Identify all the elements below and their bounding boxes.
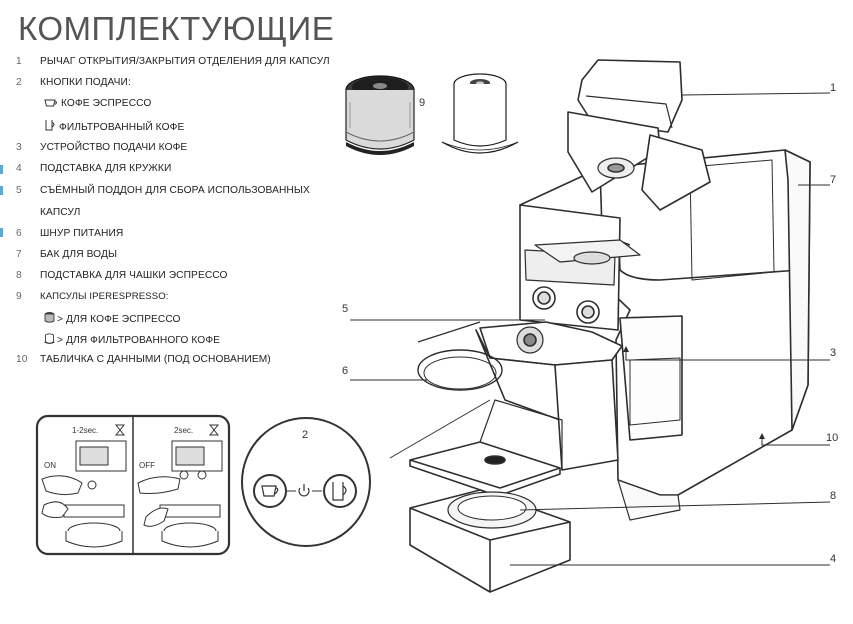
callout-1-line bbox=[681, 92, 831, 96]
callout-3-label: 3 bbox=[830, 347, 836, 359]
parts-item-text: ПОДСТАВКА ДЛЯ КРУЖКИ bbox=[40, 163, 172, 174]
callout-9-label: 9 bbox=[419, 97, 425, 109]
parts-item-text: ПОДСТАВКА ДЛЯ ЧАШКИ ЭСПРЕССО bbox=[40, 270, 228, 281]
callout-2-label: 2 bbox=[302, 429, 308, 441]
hourglass-icon bbox=[114, 424, 126, 436]
callout-6-label: 6 bbox=[342, 365, 348, 377]
parts-item-text: ШНУР ПИТАНИЯ bbox=[40, 228, 124, 239]
timing-label-on: 1-2sec. bbox=[72, 426, 98, 435]
page-edge-marker bbox=[0, 228, 3, 237]
filter-capsule bbox=[441, 73, 519, 154]
parts-item-number: 2 bbox=[16, 77, 22, 88]
parts-item-text: ТАБЛИЧКА С ДАННЫМИ (ПОД ОСНОВАНИЕМ) bbox=[40, 354, 271, 365]
callout-8-line bbox=[519, 501, 831, 511]
parts-item-text: > ДЛЯ КОФЕ ЭСПРЕССО bbox=[57, 314, 181, 325]
espresso-cup-stand bbox=[409, 441, 561, 489]
callout-1-label: 1 bbox=[830, 82, 836, 94]
parts-item-number: 4 bbox=[16, 163, 22, 174]
parts-item-number: 7 bbox=[16, 249, 22, 260]
parts-item-text: > ДЛЯ ФИЛЬТРОВАННОГО КОФЕ bbox=[57, 335, 221, 346]
callout-10-label: 10 bbox=[826, 432, 838, 444]
page-edge-marker bbox=[0, 186, 3, 195]
parts-item-text: СЪЁМНЫЙ ПОДДОН ДЛЯ СБОРА ИСПОЛЬЗОВАННЫХ bbox=[40, 185, 310, 196]
on-label: ON bbox=[44, 461, 56, 470]
parts-item-number: 5 bbox=[16, 185, 22, 196]
buttons-detail: 2 bbox=[241, 417, 371, 547]
callout-8-label: 8 bbox=[830, 490, 836, 502]
page-title: КОМПЛЕКТУЮЩИЕ bbox=[18, 10, 335, 47]
page-edge-marker bbox=[0, 165, 3, 174]
callout-7-label: 7 bbox=[830, 174, 836, 186]
capsules-illustration: 9 bbox=[345, 73, 519, 155]
parts-item-text: УСТРОЙСТВО ПОДАЧИ КОФЕ bbox=[40, 142, 188, 153]
callout-5-label: 5 bbox=[342, 303, 348, 315]
espresso-cup-icon bbox=[44, 99, 57, 107]
drip-front bbox=[554, 359, 619, 471]
parts-item-number: 6 bbox=[16, 228, 22, 239]
coffee-machine-illustration: 1 7 3 10 8 4 5 6 bbox=[342, 59, 838, 593]
parts-item-number: 10 bbox=[16, 354, 28, 365]
parts-item-number: 8 bbox=[16, 270, 22, 281]
espresso-capsule-icon bbox=[44, 312, 55, 323]
parts-item-text: РЫЧАГ ОТКРЫТИЯ/ЗАКРЫТИЯ ОТДЕЛЕНИЯ ДЛЯ КА… bbox=[40, 56, 330, 67]
parts-item-number: 3 bbox=[16, 142, 22, 153]
callout-4-label: 4 bbox=[830, 553, 836, 565]
power-instruction-panel: 1-2sec. ON 2sec. OFF bbox=[35, 414, 231, 556]
parts-item-text: КНОПКИ ПОДАЧИ: bbox=[40, 77, 131, 88]
espresso-button bbox=[253, 474, 287, 508]
parts-item-text: ФИЛЬТРОВАННЫЙ КОФЕ bbox=[59, 122, 185, 133]
power-icon bbox=[286, 484, 322, 497]
mug-icon bbox=[45, 120, 55, 131]
timing-label-off: 2sec. bbox=[174, 426, 193, 435]
filter-coffee-button bbox=[323, 474, 357, 508]
hourglass-icon bbox=[208, 424, 220, 436]
callout-2-line bbox=[389, 399, 491, 459]
parts-item-text: КАПСУЛЫ IPERESPRESSO: bbox=[40, 291, 169, 302]
off-label: OFF bbox=[139, 461, 155, 470]
filter-capsule-icon bbox=[44, 333, 55, 344]
parts-item-number: 1 bbox=[16, 56, 22, 67]
espresso-capsule bbox=[345, 75, 415, 155]
parts-item-text: КАПСУЛ bbox=[40, 207, 81, 218]
parts-item-text: БАК ДЛЯ ВОДЫ bbox=[40, 249, 118, 260]
power-cord bbox=[417, 349, 503, 391]
parts-item-number: 9 bbox=[16, 291, 22, 302]
parts-item-text: КОФЕ ЭСПРЕССО bbox=[61, 98, 152, 109]
